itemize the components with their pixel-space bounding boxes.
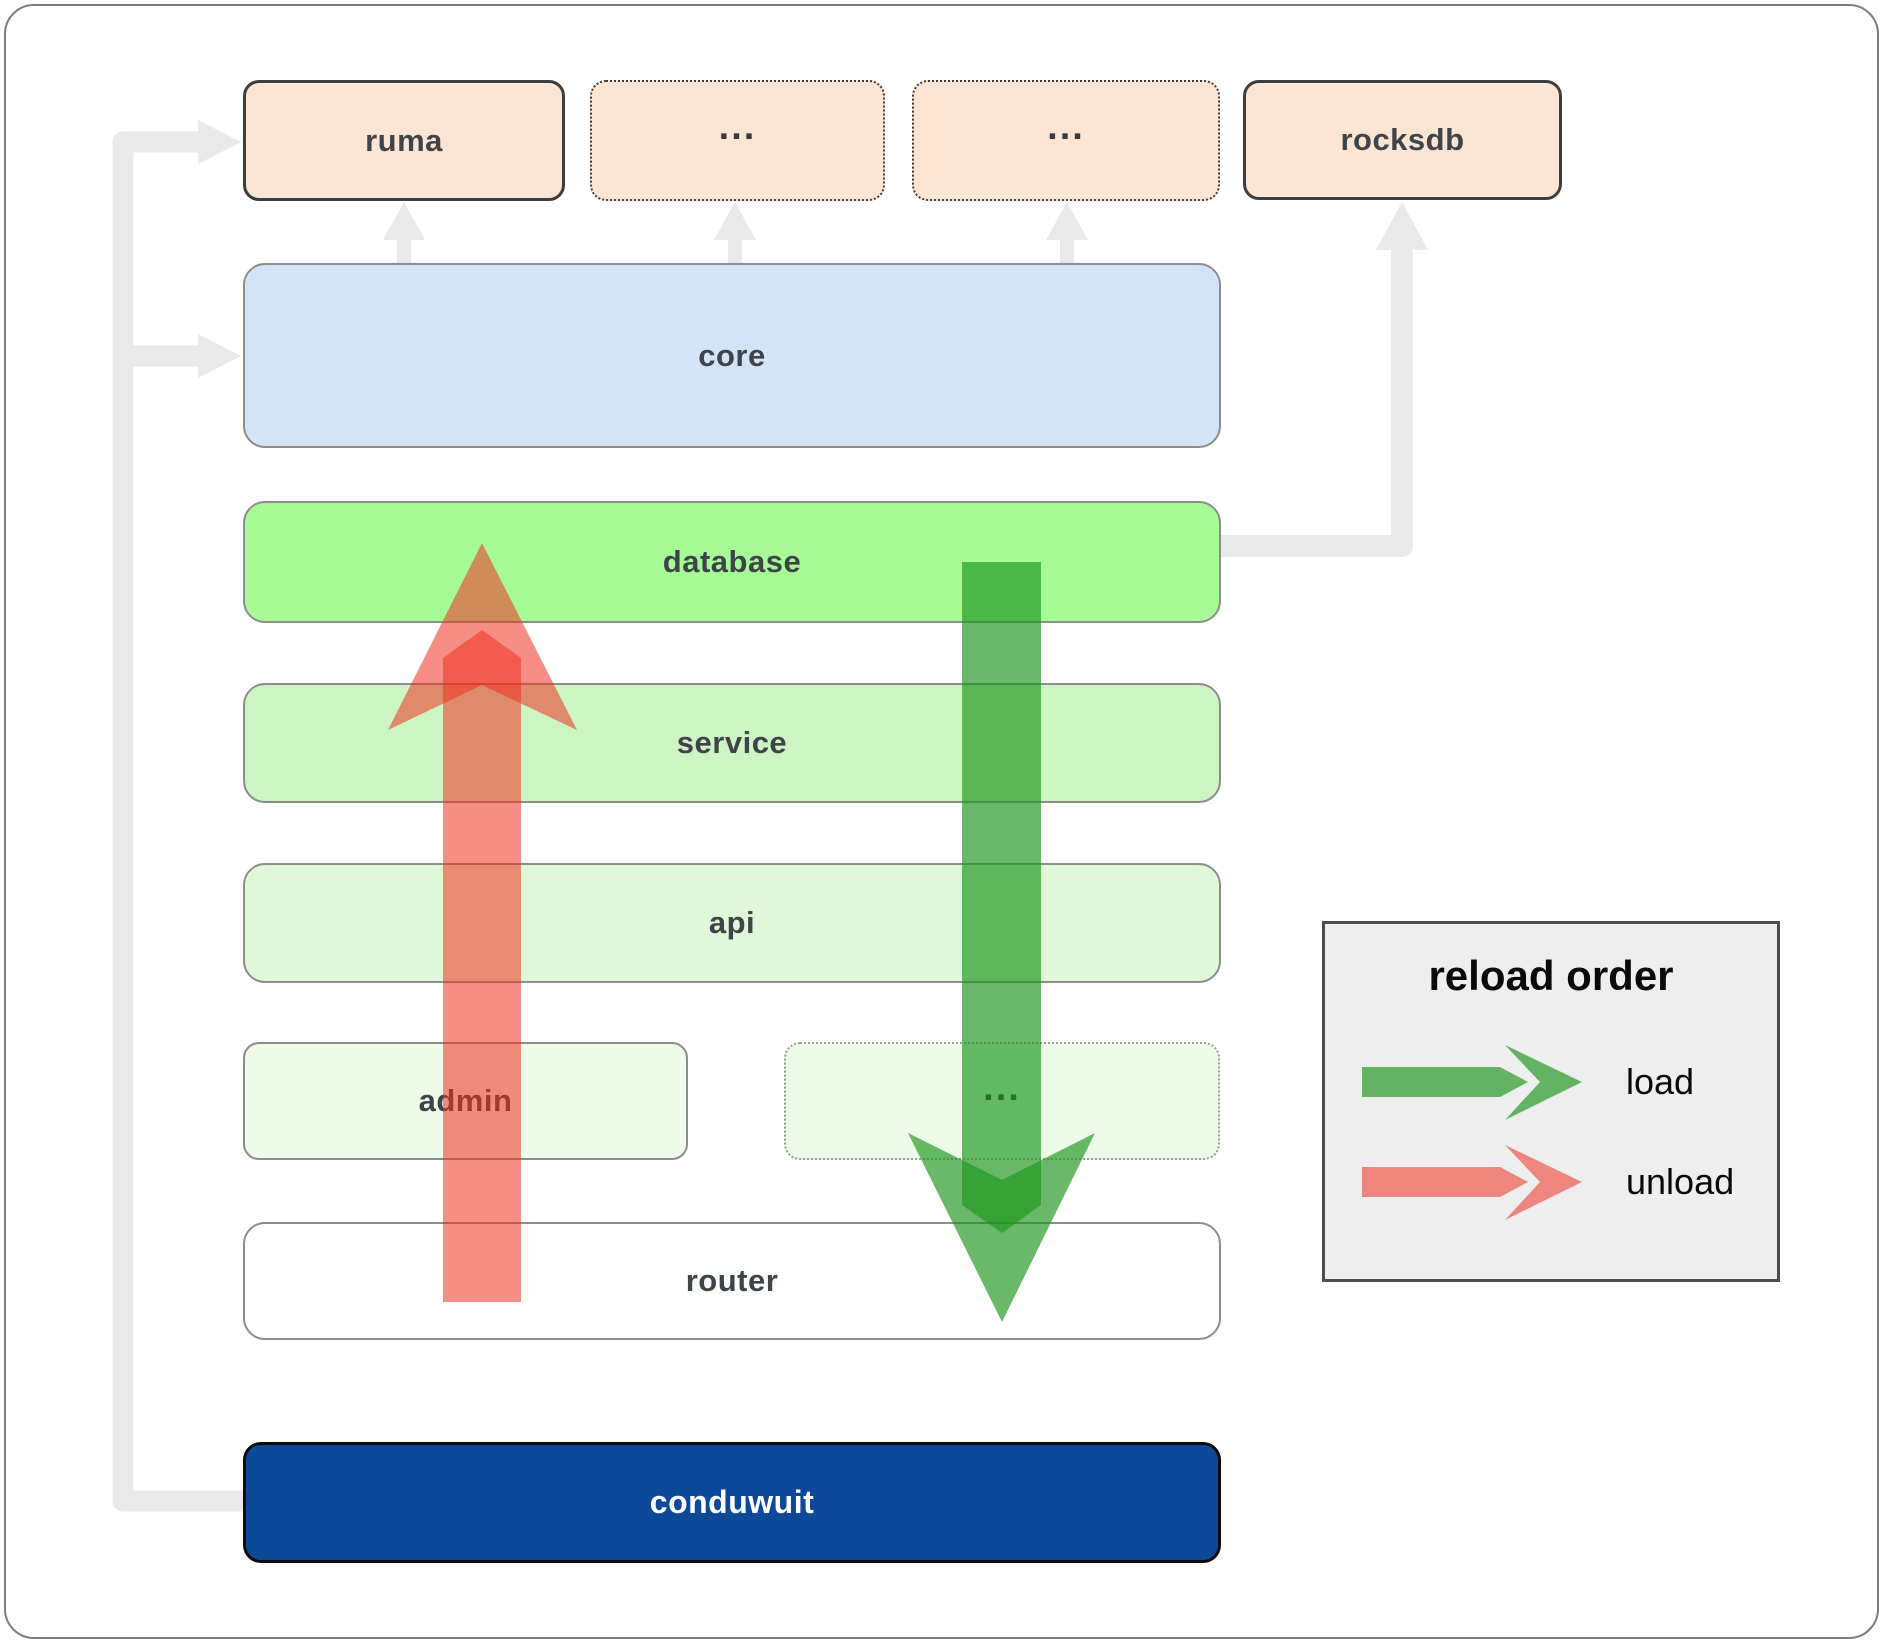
- connector-conduwuit-to-ruma-line: [112, 131, 243, 1512]
- connector-core-arrowhead-icon: [198, 334, 241, 378]
- node-api: api: [243, 863, 1221, 983]
- outer-frame: [4, 4, 1879, 1639]
- node-router-label: router: [685, 1263, 779, 1298]
- node-rocksdb-label: rocksdb: [1340, 122, 1465, 157]
- node-rocksdb: rocksdb: [1243, 80, 1562, 200]
- node-admin-label: admin: [418, 1083, 513, 1118]
- node-dots-top-1-label: ...: [718, 106, 757, 149]
- node-core-label: core: [698, 337, 766, 373]
- connector-core-to-ruma-arrow: [383, 202, 425, 263]
- node-api-label: api: [708, 905, 756, 940]
- node-admin: admin: [243, 1042, 688, 1160]
- connector-database-to-rocksdb-line: [1221, 250, 1413, 557]
- node-conduwuit: conduwuit: [243, 1442, 1221, 1563]
- legend-load-label: load: [1626, 1061, 1695, 1102]
- connector-core-to-dots2-arrow: [1046, 202, 1088, 263]
- node-dots-admin-label: ...: [983, 1066, 1021, 1109]
- node-ruma-label: ruma: [365, 122, 443, 158]
- node-database-label: database: [662, 544, 802, 579]
- connector-core-to-dots1-arrow: [714, 202, 756, 263]
- node-dots-top-2-label: ...: [1047, 106, 1085, 149]
- node-dots-top-2: ...: [912, 80, 1220, 201]
- node-service-label: service: [676, 725, 788, 760]
- node-dots-admin: ...: [784, 1042, 1220, 1160]
- node-service: service: [243, 683, 1221, 803]
- node-conduwuit-label: conduwuit: [649, 1484, 815, 1520]
- node-ruma: ruma: [243, 80, 565, 201]
- legend-unload-label: unload: [1626, 1161, 1735, 1202]
- node-router: router: [243, 1222, 1221, 1340]
- node-core: core: [243, 263, 1221, 448]
- node-dots-top-1: ...: [590, 80, 885, 201]
- node-database: database: [243, 501, 1221, 623]
- connector-ruma-arrowhead-icon: [198, 120, 241, 164]
- legend-title: reload order: [1428, 952, 1674, 999]
- connector-rocksdb-arrowhead-icon: [1376, 202, 1428, 250]
